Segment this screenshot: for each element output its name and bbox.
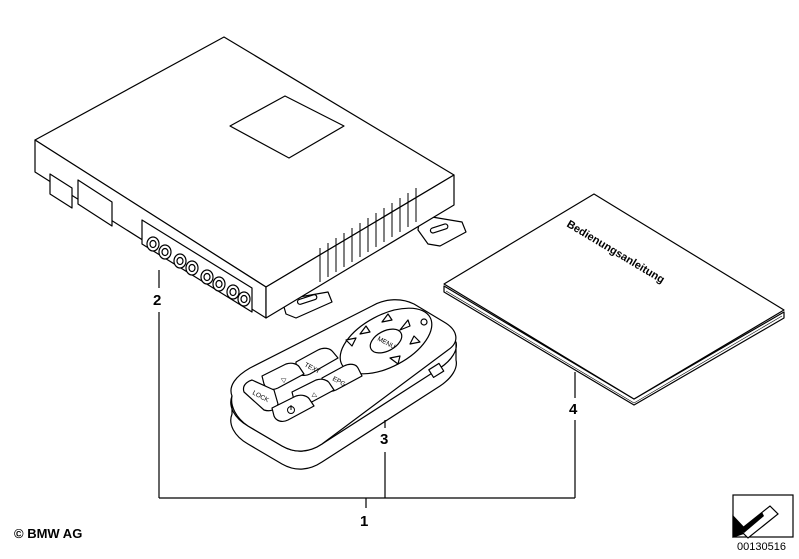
- module-top-face: [34, 36, 455, 288]
- flange-slot: [429, 223, 449, 234]
- power-icon: [287, 405, 295, 414]
- menu-button: [369, 328, 403, 354]
- connector-port: [77, 179, 113, 227]
- power-button: [271, 394, 315, 422]
- remote-control: MENU TEXT EPG ◁ ▷ LOCK: [230, 299, 457, 470]
- left-arrow-label: ◁: [279, 376, 288, 385]
- remote-led: [420, 318, 428, 326]
- d-pad-arrow-down: [389, 355, 401, 365]
- d-pad-arrow-up: [381, 313, 393, 323]
- d-pad-arrow-right: [409, 335, 421, 345]
- d-pad: MENU: [339, 307, 433, 375]
- callout-1: 1: [360, 513, 368, 530]
- manual-cover: [443, 193, 785, 400]
- d-pad-arrow-up-right: [399, 319, 411, 331]
- copyright-notice: © BMW AG: [14, 526, 83, 541]
- module-label-plate: [229, 95, 345, 159]
- right-arrow-label: ▷: [311, 392, 320, 401]
- flange-slot: [296, 294, 318, 305]
- document-number: 00130516: [737, 541, 786, 553]
- callout-2: 2: [153, 292, 161, 309]
- leader-lines: [158, 270, 576, 508]
- tv-tuner-module: [34, 36, 467, 319]
- remote-side-jack: [428, 362, 445, 379]
- lock-button: [242, 379, 279, 412]
- manual-pages: [443, 285, 785, 406]
- callout-4: 4: [569, 401, 578, 418]
- operating-manual: Bedienungsanleitung: [443, 193, 785, 406]
- d-pad-arrow-up-left: [359, 325, 371, 335]
- callout-3: 3: [380, 431, 388, 448]
- d-pad-arrow-left: [345, 337, 357, 347]
- connector-port: [49, 173, 73, 209]
- page-corner-arrow-icon: [732, 494, 794, 539]
- antenna-jacks: [146, 236, 251, 307]
- vent-slots: [319, 188, 417, 282]
